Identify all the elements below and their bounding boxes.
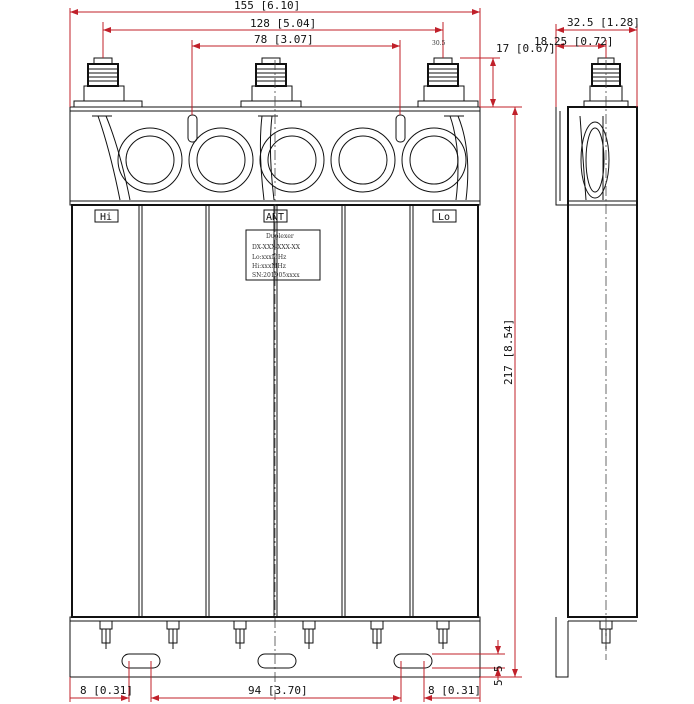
dim-small-note: 30.5 <box>432 40 446 47</box>
dim-slot-height-2: 5 <box>492 679 505 686</box>
coil-loops-icon <box>92 114 469 201</box>
cavity-dividers <box>138 205 414 617</box>
dim-overall-width-label: 155 [6.10] <box>234 0 300 12</box>
dim-inner-span-label: 78 [3.07] <box>254 33 314 46</box>
mounting-slots-icon <box>121 653 433 669</box>
nameplate: Duplexer DX-XXX-XXX-XX Lo:xxxMHz Hi:xxxM… <box>245 229 321 281</box>
dim-slot-height-1: 5 <box>492 665 505 672</box>
connector-right-icon <box>417 57 479 108</box>
side-view <box>555 57 638 678</box>
connector-left-icon <box>73 57 143 108</box>
dim-side-depth-label: 32.5 [1.28] <box>567 16 640 29</box>
nameplate-hi: Hi:xxxMHz <box>252 263 286 270</box>
dim-connector-height-label: 17 [0.67] <box>496 42 556 55</box>
dim-body-height-label: 217 [8.54] <box>502 319 515 385</box>
dim-right-slot-label: 8 [0.31] <box>428 684 481 697</box>
dim-connector-span-label: 128 [5.04] <box>250 17 316 30</box>
port-label-lo: Lo <box>438 212 450 223</box>
nameplate-title: Duplexer <box>266 233 294 240</box>
nameplate-lo: Lo:xxxMHz <box>252 254 286 261</box>
nameplate-model: DX-XXX-XXX-XX <box>252 244 301 251</box>
port-label-hi: Hi <box>100 212 112 223</box>
dim-slot-span-label: 94 [3.70] <box>248 684 308 697</box>
connector-center-icon <box>240 57 302 108</box>
dim-left-slot-label: 8 [0.31] <box>80 684 133 697</box>
nameplate-serial: SN:201905xxxx <box>252 272 300 279</box>
dim-side-offset-label: 18.25 [0.72] <box>534 35 613 48</box>
tuning-screws-icon <box>99 620 450 649</box>
